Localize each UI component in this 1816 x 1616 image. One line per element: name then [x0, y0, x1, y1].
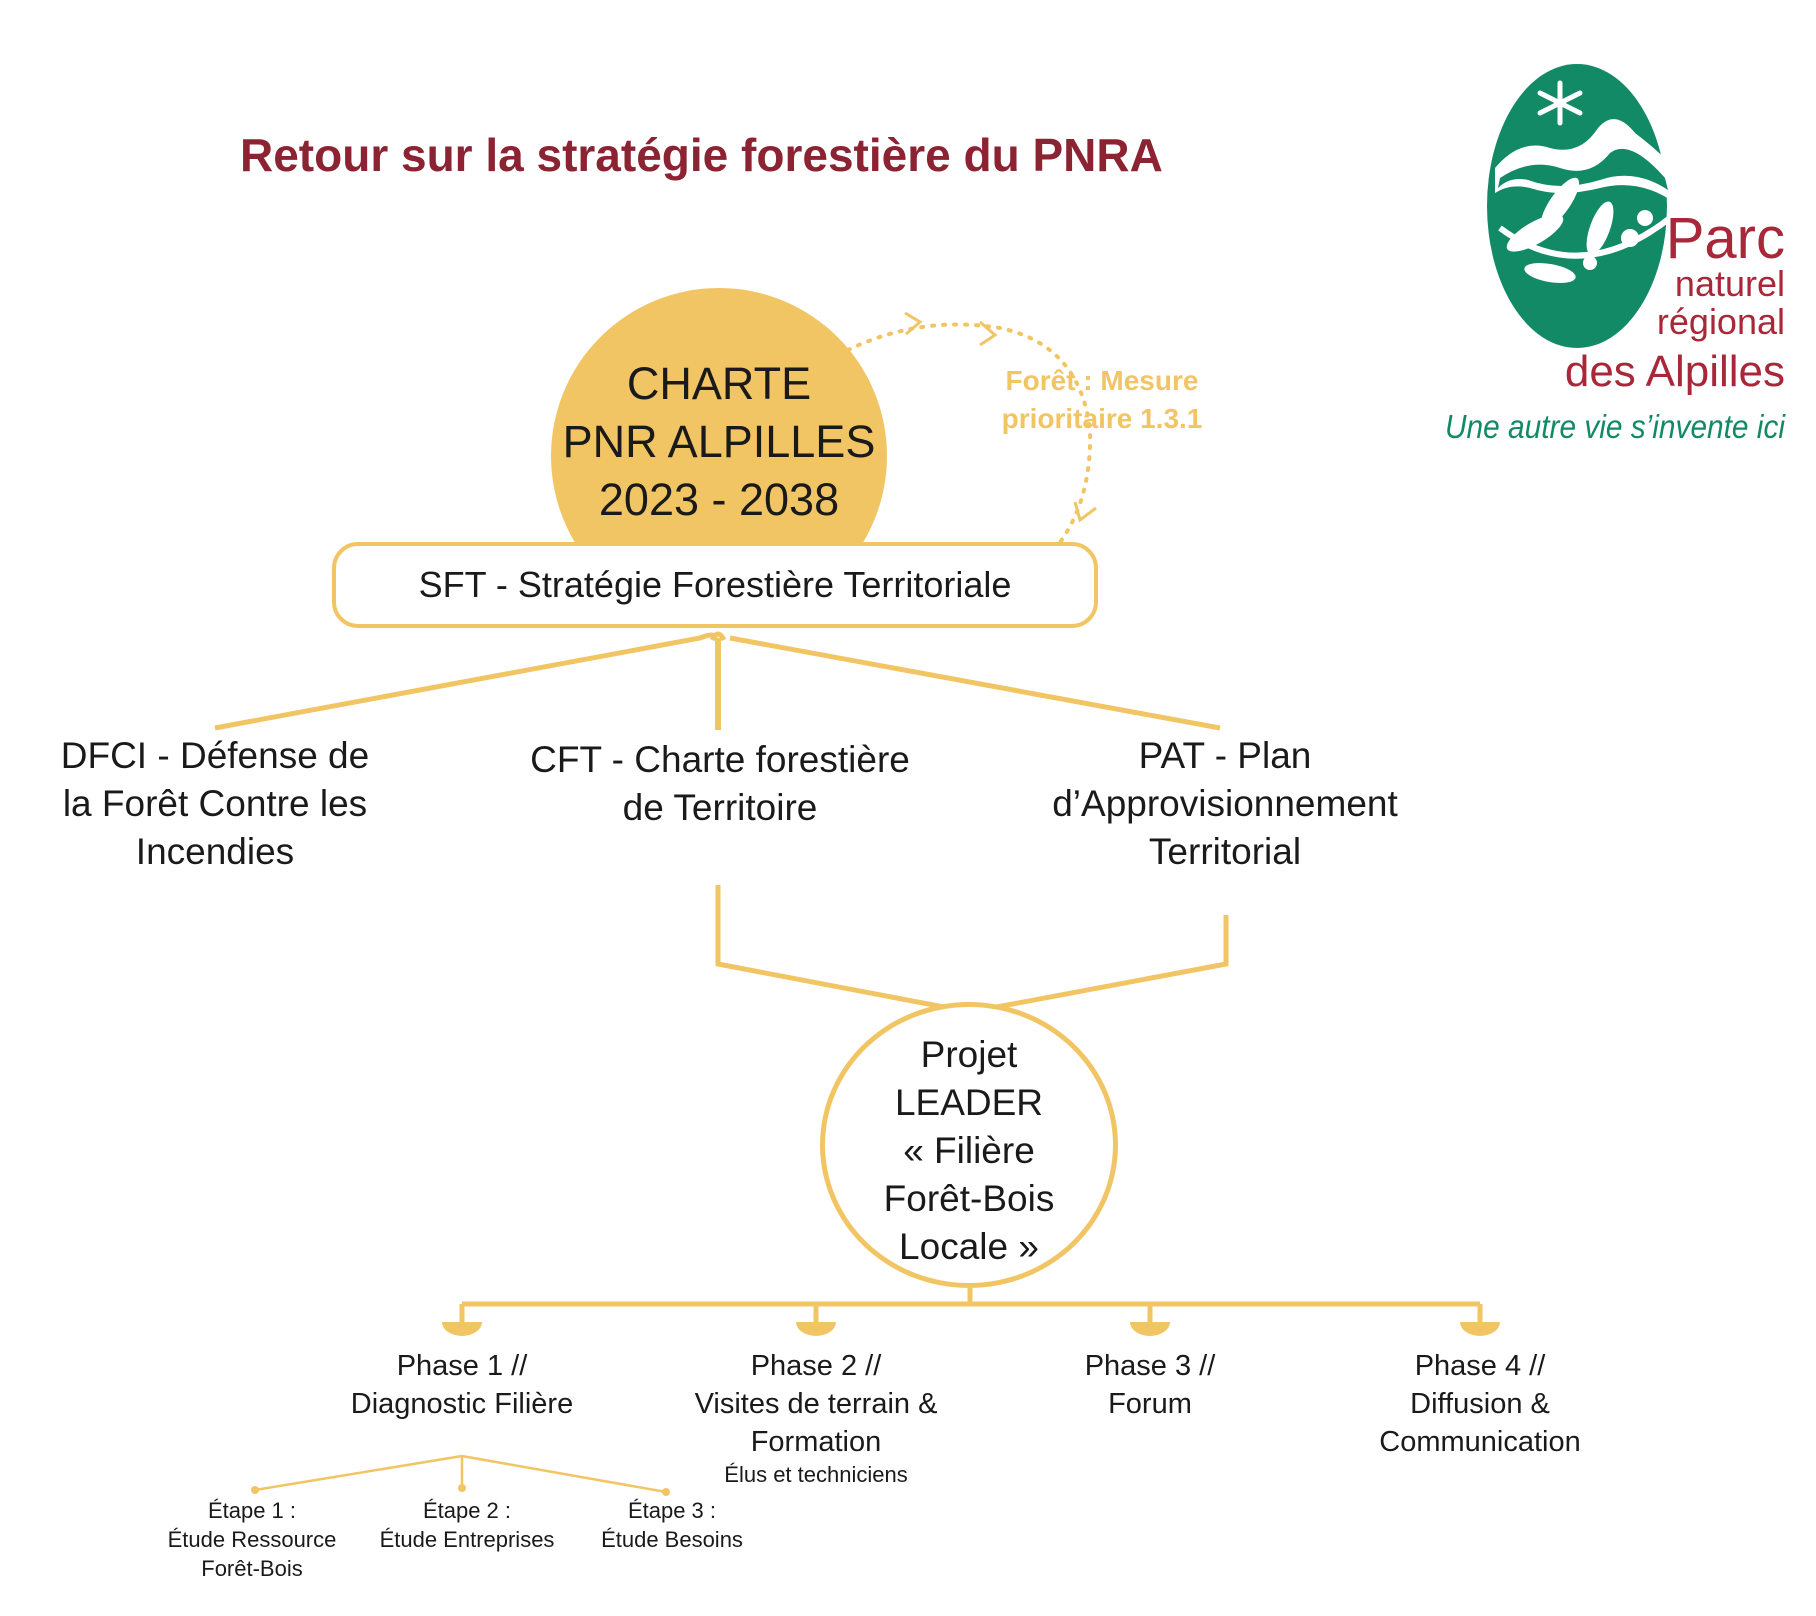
phase-3: Phase 3 // Forum	[1084, 1350, 1216, 1420]
phase-cup-4	[1460, 1322, 1500, 1336]
phase-1: Phase 1 // Diagnostic Filière	[350, 1350, 574, 1420]
phase-2: Phase 2 // Visites de terrain & Formatio…	[646, 1347, 986, 1489]
branch-cft: CFT - Charte forestière de Territoire	[530, 739, 910, 828]
page-title: Retour sur la stratégie forestière du PN…	[240, 129, 1163, 181]
arrowhead-side	[1073, 501, 1097, 523]
merge-lines	[715, 885, 1229, 1015]
logo-slogan: Une autre vie s’invente ici	[1445, 408, 1786, 445]
phase-cup-1	[442, 1322, 482, 1336]
pnr-alpilles-logo: Parc naturel régional des Alpilles Une a…	[1445, 64, 1786, 445]
leader-text: Projet LEADER « Filière Forêt-Bois Local…	[883, 1034, 1055, 1267]
logo-green-egg	[1487, 64, 1667, 348]
sft-label: SFT - Stratégie Forestière Territoriale	[418, 564, 1012, 605]
arrowhead-top-1	[904, 311, 923, 336]
etape-3: Étape 3 : Étude Besoins	[601, 1498, 743, 1552]
mesure-dotted-arrow	[846, 322, 1093, 547]
etape-1: Étape 1 : Étude Ressource Forêt-Bois	[167, 1498, 337, 1581]
phase-cup-2	[796, 1322, 836, 1336]
logo-des-alpilles: des Alpilles	[1565, 347, 1785, 396]
leader-circle: Projet LEADER « Filière Forêt-Bois Local…	[820, 1002, 1118, 1288]
sft-branch-lines	[214, 632, 718, 731]
etape-lines	[254, 1454, 667, 1494]
etape-2: Étape 2 : Étude Entreprises	[379, 1498, 555, 1552]
phase-4: Phase 4 // Diffusion & Communication	[1379, 1350, 1581, 1458]
phase-cup-3	[1130, 1322, 1170, 1336]
branch-dfci: DFCI - Défense de la Forêt Contre les In…	[60, 735, 370, 872]
sft-box: SFT - Stratégie Forestière Territoriale	[332, 542, 1098, 628]
logo-regional: régional	[1657, 301, 1785, 342]
logo-parc: Parc	[1666, 206, 1785, 271]
charte-text: CHARTE PNR ALPILLES 2023 - 2038	[562, 358, 876, 525]
mesure-annotation: Forêt : Mesure prioritaire 1.3.1	[1001, 365, 1203, 434]
logo-naturel: naturel	[1675, 263, 1785, 304]
phase-2-subtitle: Élus et techniciens	[724, 1462, 908, 1487]
star-icon	[1537, 80, 1583, 126]
branch-pat: PAT - Plan d’Approvisionnement Territori…	[1052, 735, 1398, 872]
arrowhead-top-2	[979, 320, 998, 347]
